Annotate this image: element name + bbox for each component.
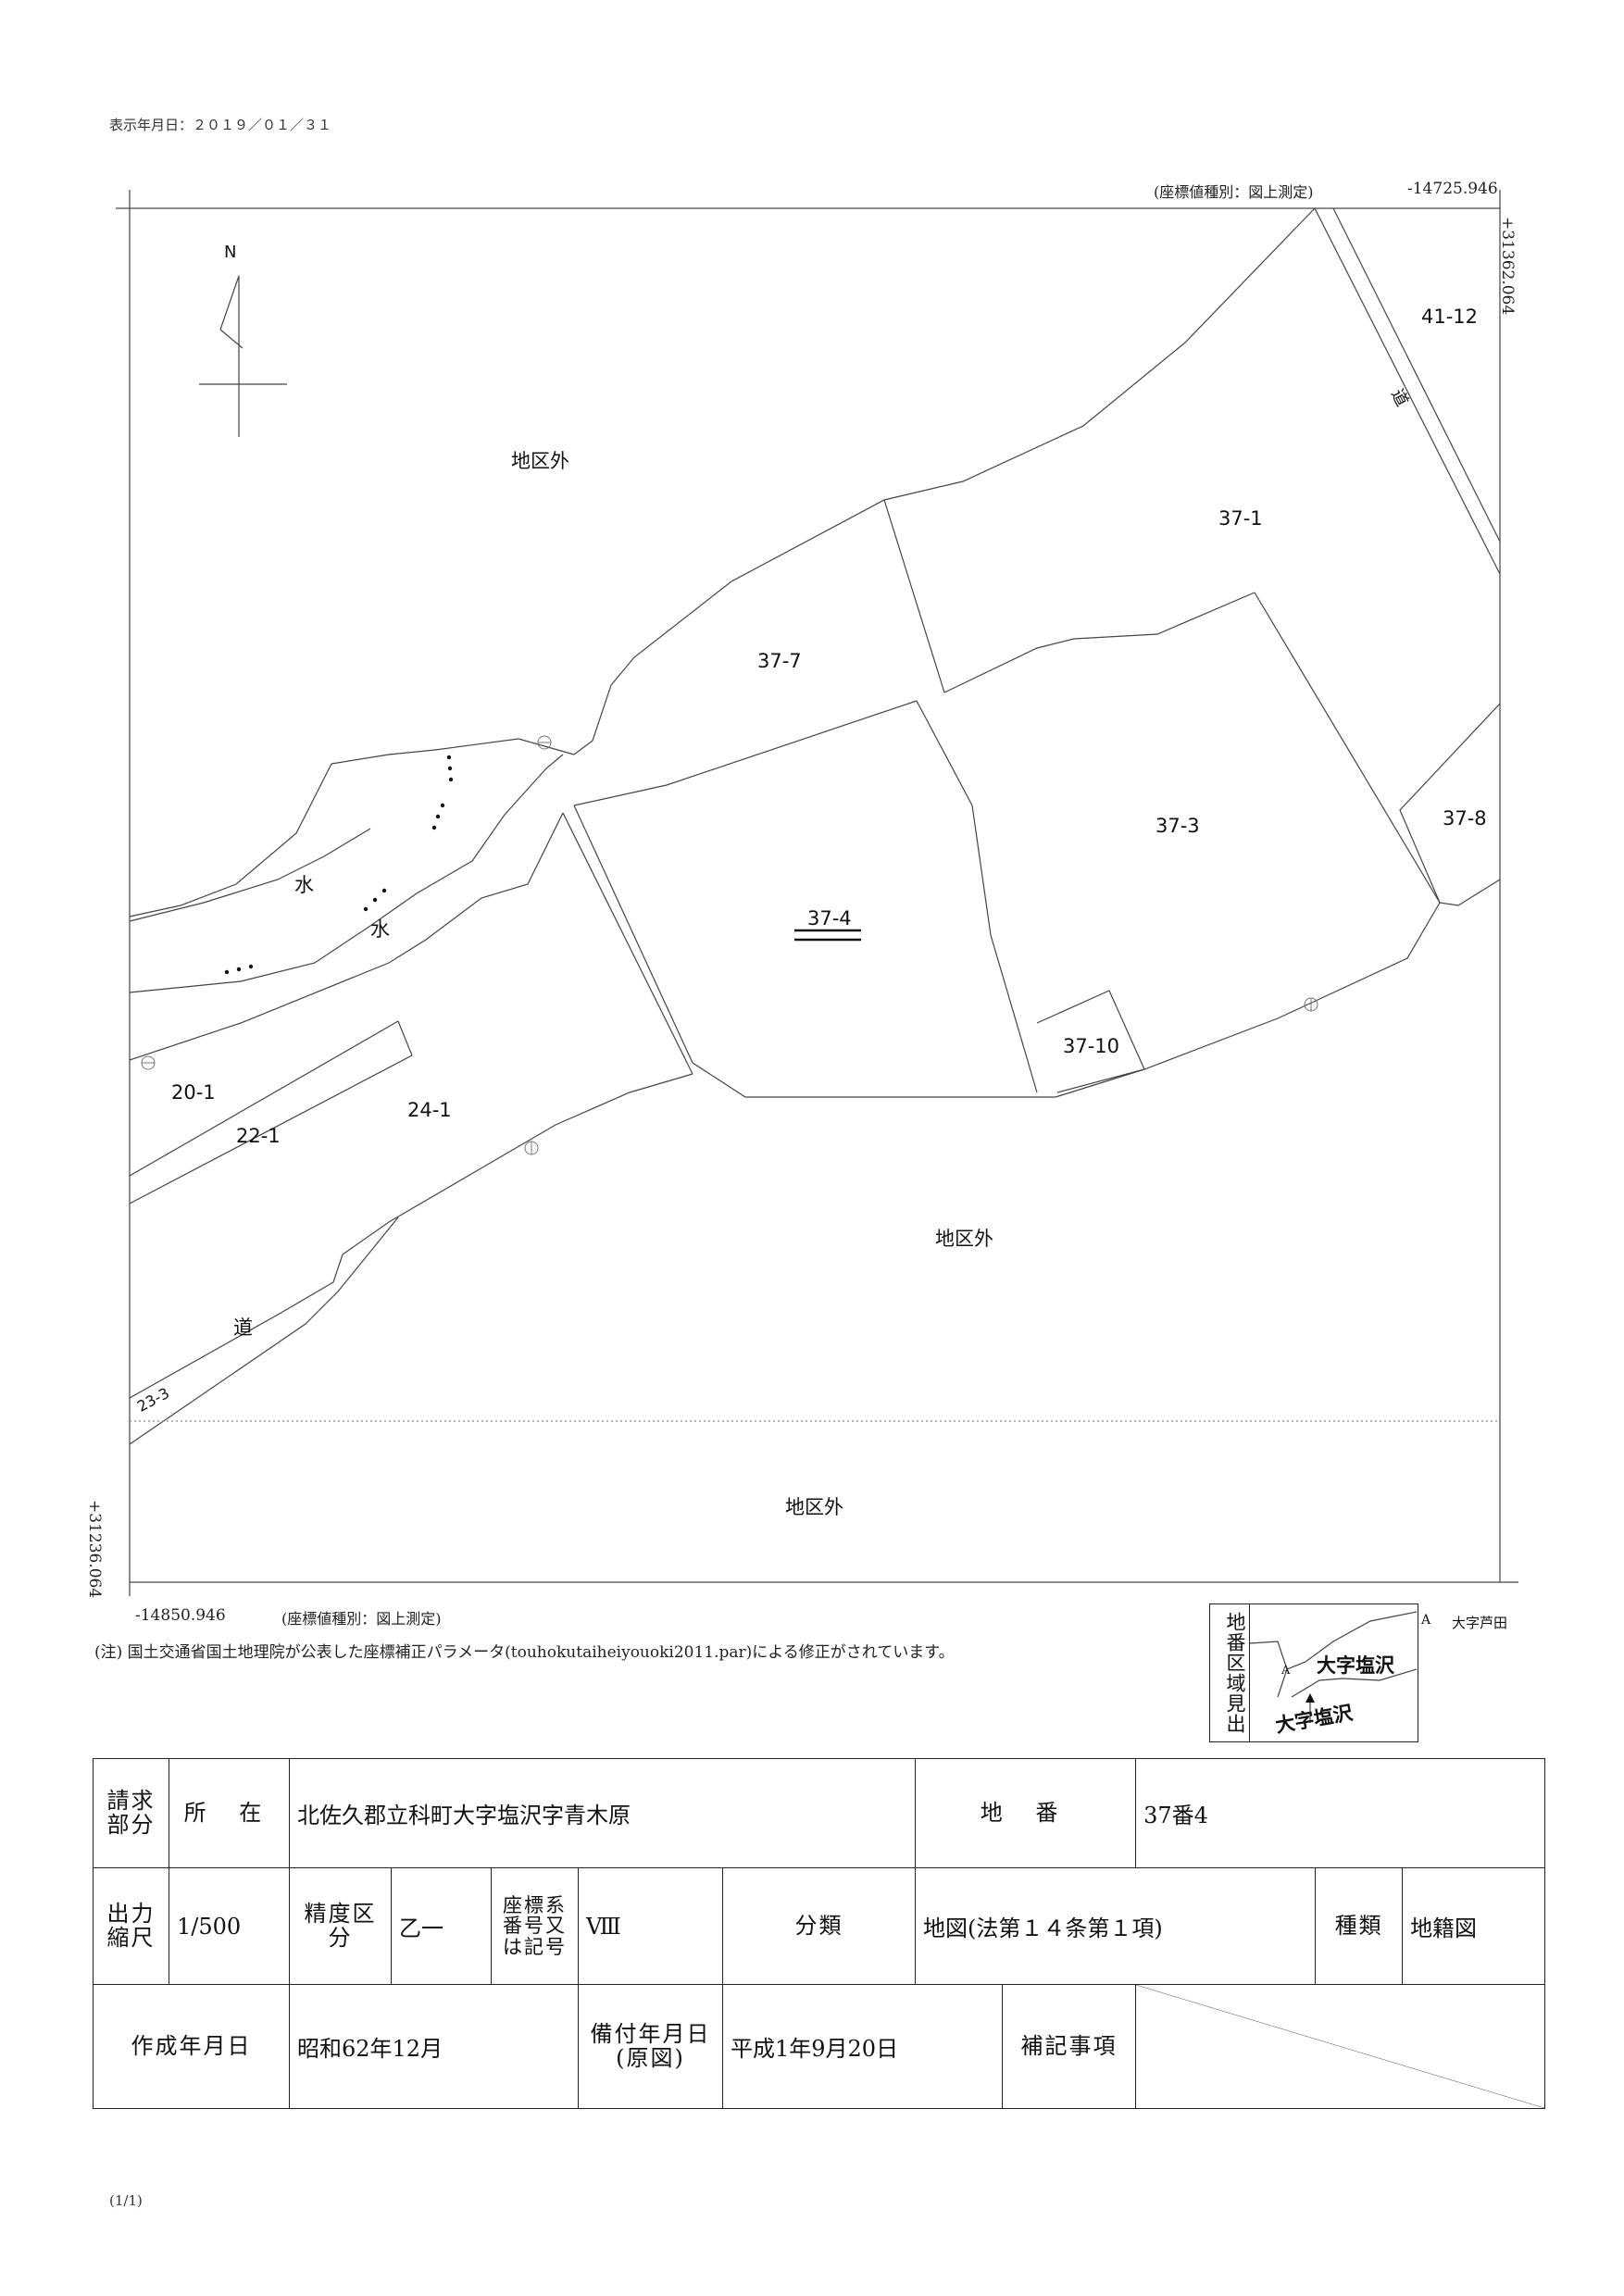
index-area-upper: 大字塩沢 [1317,1653,1394,1677]
bottom-left-x-coordinate: -14850.946 [135,1606,226,1625]
index-marker: A [1421,1613,1431,1628]
map-frame [129,207,1501,1583]
lot-value: 37番4 [1135,1758,1546,1868]
display-date: 表示年月日：２０１９／０１／３１ [109,117,332,133]
parcel-37-8: 37-8 [1443,807,1487,830]
remarks-value-empty [1135,1984,1546,2109]
type-label: 種類 [1315,1867,1404,1985]
accuracy-value: 乙一 [391,1867,492,1985]
zone-label-outside-bottom: 地区外 [785,1496,843,1518]
index-marker-label: 大字芦田 [1452,1615,1508,1631]
parcel-22-1: 22-1 [236,1125,281,1147]
zone-label-outside-north: 地区外 [511,450,569,472]
classification-value: 地図(法第１４条第１項) [915,1867,1317,1985]
north-label: N [224,243,237,262]
north-arrow-icon [199,275,287,437]
parcel-37-10: 37-10 [1063,1035,1120,1057]
location-label: 所 在 [169,1758,290,1868]
coord-system-value: Ⅷ [578,1867,723,1985]
registered-label: 備付年月日(原図) [578,1984,723,2109]
parcel-41-12: 41-12 [1421,306,1479,328]
lot-label: 地 番 [915,1758,1137,1868]
road-label-southwest: 道 [233,1316,253,1339]
correction-note: (注) 国土交通省国土地理院が公表した座標補正パラメータ(touhokutaih… [94,1643,955,1662]
location-value: 北佐久郡立科町大字塩沢字青木原 [288,1758,917,1868]
parcel-37-4-target: 37-4 [807,907,852,930]
index-map: 地番区域見出 A 大字塩沢 大字塩沢 [1209,1603,1418,1742]
registered-value: 平成1年9月20日 [721,1984,1004,2109]
index-map-title: 地番区域見出 [1210,1604,1250,1741]
zone-label-outside-south: 地区外 [935,1228,993,1250]
classification-label: 分類 [721,1867,917,1985]
bottom-coordinate-note: (座標値種別：図上測定) [281,1610,442,1628]
created-label: 作成年月日 [93,1984,290,2109]
index-arrow-marker: A [1281,1664,1291,1678]
page-number: (1/1) [109,2192,143,2209]
parcel-37-3: 37-3 [1156,815,1200,837]
diagonal-strike [1136,1985,1544,2108]
parcel-37-1: 37-1 [1218,507,1263,530]
remarks-label: 補記事項 [1002,1984,1137,2109]
index-map-drawing [1250,1611,1417,1723]
parcel-37-7: 37-7 [757,650,802,672]
scale-value: 1/500 [169,1867,290,1985]
coord-system-label: 座標系番号又は記号 [491,1867,579,1985]
top-right-x-coordinate: -14725.946 [1407,180,1498,198]
type-value: 地籍図 [1402,1867,1546,1985]
water-label-lower: 水 [370,918,390,941]
requester-section-label: 請求部分 [93,1758,169,1868]
parcel-info-table: 請求部分 所 在 北佐久郡立科町大字塩沢字青木原 地 番 37番4 出力縮尺 1… [93,1758,1546,2109]
scale-label: 出力縮尺 [93,1867,169,1985]
created-value: 昭和62年12月 [289,1984,579,2109]
water-label-upper: 水 [294,874,314,896]
parcel-20-1: 20-1 [171,1081,216,1104]
accuracy-label: 精度区分 [289,1867,392,1985]
parcel-24-1: 24-1 [407,1099,452,1121]
top-coordinate-note: (座標値種別：図上測定) [1154,183,1314,201]
